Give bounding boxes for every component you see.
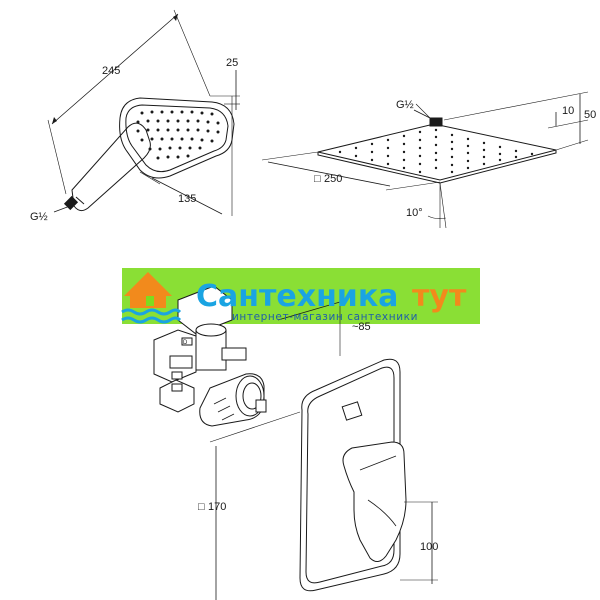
hand-shower-drawing <box>47 9 240 216</box>
hand-shower-depth-label: 25 <box>226 57 238 69</box>
rough-in-valve: D <box>153 285 267 427</box>
overhead-shower-square-symbol: □ <box>314 173 321 185</box>
hand-shower-width-label: 135 <box>178 193 196 205</box>
overhead-shower-plate <box>317 123 557 181</box>
watermark-logo: Сантехника тут интернет-магазин сантехни… <box>121 272 467 324</box>
watermark-title-main: Сантехника <box>196 279 398 314</box>
svg-text:D: D <box>183 340 188 346</box>
hand-shower-head <box>119 97 235 179</box>
mixer-handle-height-label: 100 <box>420 541 438 553</box>
overhead-shower-plate-thickness-label: 10 <box>562 105 574 117</box>
hand-shower-length-label: 245 <box>102 65 120 77</box>
hand-shower-handle <box>71 122 151 212</box>
overhead-shower-connector <box>429 117 443 127</box>
overhead-shower-height-label: 50 <box>584 109 596 121</box>
overhead-shower-size-label: 250 <box>324 173 342 185</box>
mixer-top-button <box>341 401 363 421</box>
hand-shower-nozzles <box>136 110 220 160</box>
overhead-shower-thread-label: G½ <box>396 99 414 111</box>
mixer-lever-handle <box>342 441 407 562</box>
waves-icon <box>121 308 182 324</box>
mixer-plate-square-symbol: □ <box>198 501 205 513</box>
hand-shower-thread-label: G½ <box>30 211 48 223</box>
watermark-subtitle: интернет-магазин сантехники <box>232 311 418 323</box>
overhead-shower-drawing <box>261 91 589 229</box>
overhead-shower-tilt-label: 10° <box>406 207 423 219</box>
house-icon <box>124 272 172 308</box>
watermark-title-accent: тут <box>412 279 467 314</box>
overhead-shower-nozzles <box>338 128 534 174</box>
mixer-depth-label: ~85 <box>352 321 371 333</box>
mixer-drawing: D <box>153 285 438 600</box>
mixer-plate-size-label: 170 <box>208 501 226 513</box>
